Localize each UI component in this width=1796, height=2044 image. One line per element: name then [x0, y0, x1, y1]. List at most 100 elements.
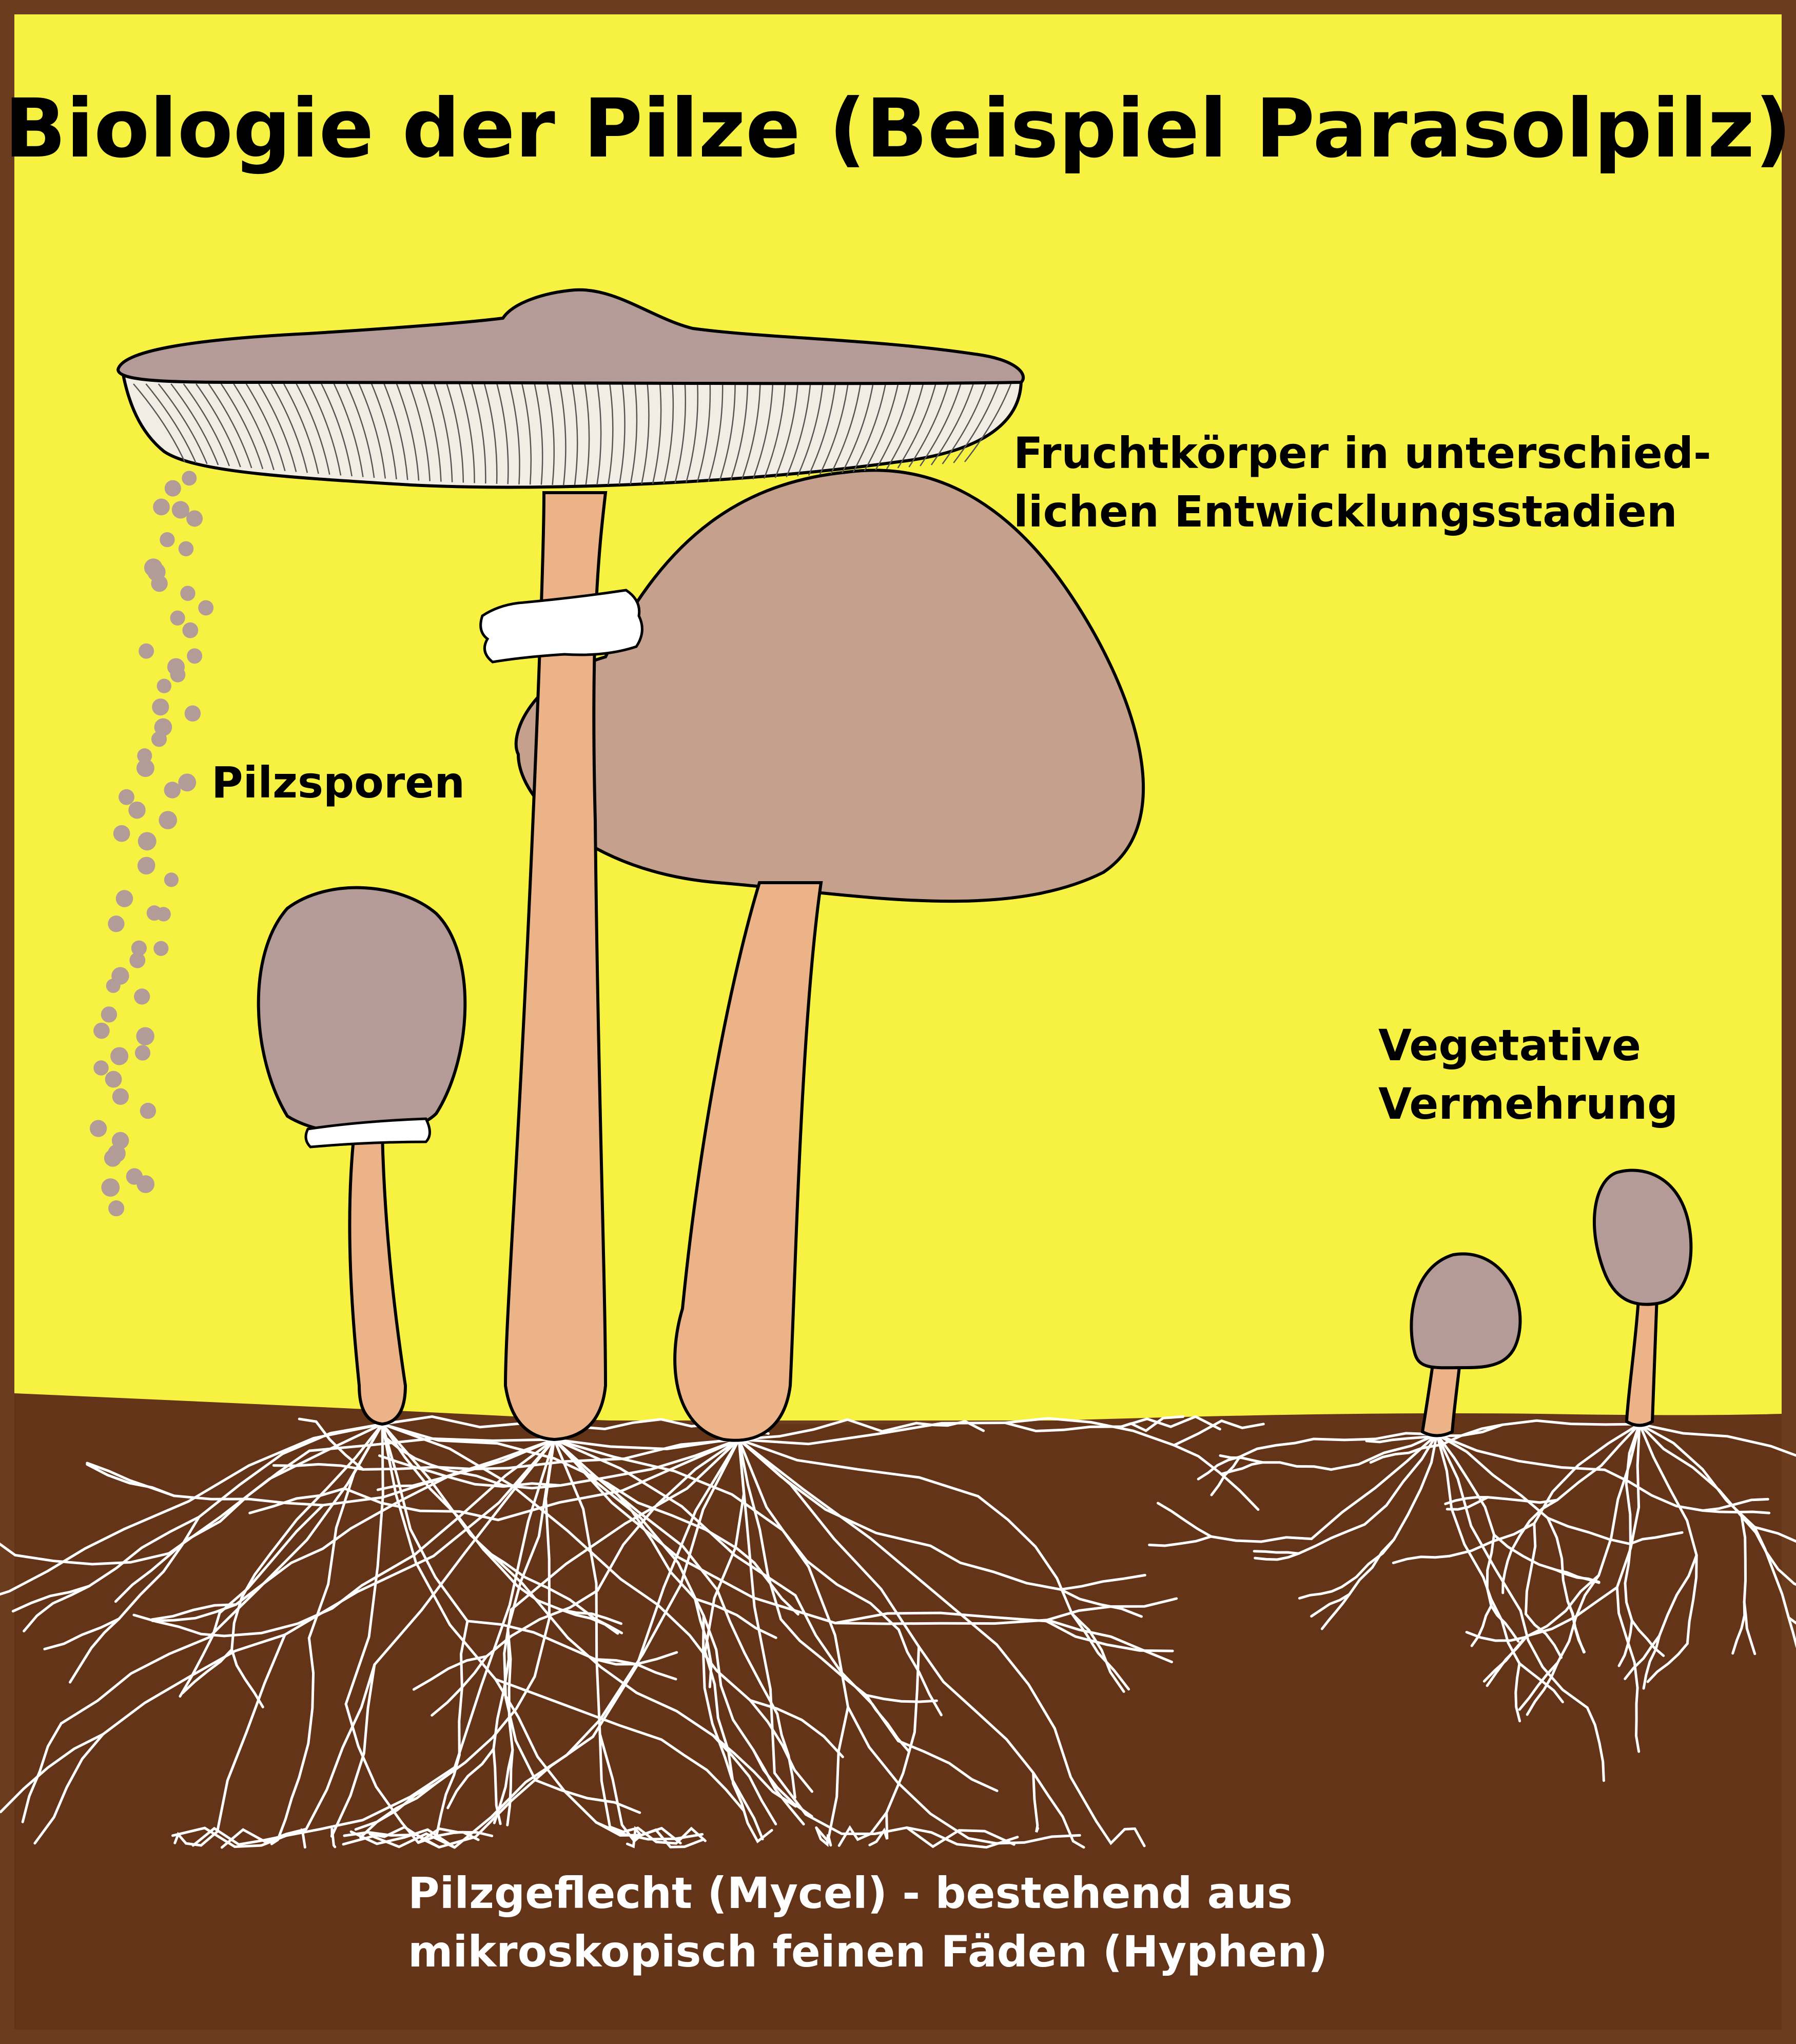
- hypha-thread: [1634, 1686, 1641, 1753]
- spore: [182, 471, 197, 486]
- hypha-thread: [1556, 1423, 1641, 1502]
- gill-line: [145, 383, 197, 463]
- spore: [160, 532, 175, 548]
- gill-line: [719, 383, 736, 481]
- label-pilzsporen: Pilzsporen: [211, 757, 465, 808]
- gill-line: [663, 383, 674, 484]
- small-mushroom-right-tall: [1592, 1169, 1693, 1427]
- hypha-thread: [434, 1675, 536, 1786]
- hypha-thread: [724, 1756, 764, 1841]
- gill-line: [446, 383, 464, 483]
- spore: [115, 890, 133, 907]
- hypha-thread: [534, 1779, 641, 1814]
- spore: [113, 825, 130, 842]
- gill-line: [509, 383, 520, 484]
- hypha-thread: [171, 1826, 287, 1848]
- hypha-thread: [553, 1438, 719, 1591]
- hypha-thread: [1444, 1495, 1489, 1505]
- hypha-thread: [1642, 1634, 1661, 1690]
- hypha-thread: [626, 1825, 642, 1848]
- gill-line: [434, 383, 453, 482]
- hypha-thread: [1519, 1609, 1589, 1709]
- hypha-thread: [1526, 1661, 1559, 1716]
- gill-line: [358, 383, 386, 479]
- hypha-thread: [349, 1828, 456, 1849]
- spore: [152, 698, 169, 716]
- hypha-thread: [737, 1438, 783, 1621]
- spore: [134, 988, 150, 1005]
- hypha-thread: [737, 1438, 998, 1646]
- hypha-thread: [1059, 1588, 1143, 1618]
- hypha-thread: [1586, 1706, 1605, 1782]
- spore: [187, 648, 203, 664]
- gill-line: [842, 383, 874, 473]
- hypha-thread: [1173, 1419, 1265, 1447]
- hypha-thread: [1312, 1432, 1438, 1442]
- hypha-thread: [1120, 1415, 1221, 1431]
- hypha-thread: [330, 1828, 337, 1848]
- hypha-thread: [1320, 1593, 1351, 1630]
- hypha-thread: [497, 1438, 740, 1522]
- gill-line: [408, 383, 431, 481]
- spore: [153, 498, 170, 516]
- spore: [119, 789, 134, 805]
- spore: [159, 811, 178, 829]
- hypha-thread: [1518, 1661, 1559, 1711]
- hypha-thread: [1363, 1433, 1438, 1526]
- hypha-thread: [1298, 1585, 1343, 1600]
- hypha-thread: [704, 1650, 735, 1785]
- hypha-thread: [1435, 1433, 1496, 1536]
- hypha-thread: [815, 1826, 832, 1847]
- hypha-thread: [1638, 1423, 1796, 1457]
- hypha-thread: [11, 1585, 91, 1613]
- spore: [164, 782, 181, 799]
- hypha-thread: [1615, 1586, 1639, 1689]
- hypha-thread: [305, 1663, 376, 1831]
- hypha-thread: [1524, 1574, 1600, 1639]
- hypha-thread: [1253, 1550, 1300, 1555]
- gill-line: [763, 383, 786, 479]
- spore: [101, 1178, 120, 1197]
- hypha-thread: [1493, 1533, 1558, 1571]
- hypha-thread: [1435, 1433, 1549, 1520]
- ring-young: [304, 1117, 431, 1148]
- hypha-thread: [636, 1826, 707, 1845]
- spore: [136, 1175, 155, 1193]
- spore: [136, 759, 154, 777]
- spore: [170, 667, 186, 683]
- spore: [171, 501, 190, 519]
- label-vegetative-line1: Vegetative: [1378, 1020, 1641, 1070]
- hypha-thread: [384, 1436, 450, 1472]
- hypha-thread: [967, 1834, 1081, 1845]
- hypha-thread: [378, 1454, 449, 1478]
- gill-line: [483, 383, 498, 484]
- gill-line: [283, 383, 319, 474]
- gill-line: [220, 383, 264, 470]
- hypha-thread: [60, 1636, 210, 1725]
- label-fruchtkoerper: Fruchtkörper in unterschied- lichen Entw…: [1013, 428, 1711, 537]
- small-mushroom-right-short: [1410, 1252, 1522, 1437]
- hypha-thread: [447, 1469, 562, 1490]
- hypha-thread: [381, 1423, 497, 1681]
- hypha-thread: [343, 1487, 500, 1522]
- hypha-thread: [639, 1828, 705, 1848]
- spores-cloud: [89, 471, 214, 1217]
- hypha-thread: [995, 1643, 1098, 1823]
- gill-line: [875, 383, 911, 471]
- hypha-thread: [1261, 1461, 1333, 1471]
- hypha-thread: [1787, 1616, 1796, 1648]
- hypha-thread: [1753, 1526, 1790, 1619]
- hypha-thread: [506, 1438, 556, 1630]
- hypha-thread: [220, 1827, 308, 1849]
- gill-line: [296, 383, 330, 475]
- hypha-thread: [298, 1637, 315, 1779]
- hypha-thread: [354, 1783, 437, 1831]
- hypha-thread: [1514, 1662, 1521, 1723]
- hypha-thread: [33, 1732, 105, 1845]
- hypha-thread: [553, 1438, 705, 1617]
- gill-line: [396, 383, 420, 481]
- spore: [170, 610, 185, 626]
- hypha-thread: [123, 1423, 384, 1531]
- hypha-thread: [503, 1608, 537, 1782]
- hypha-thread: [905, 1826, 1016, 1848]
